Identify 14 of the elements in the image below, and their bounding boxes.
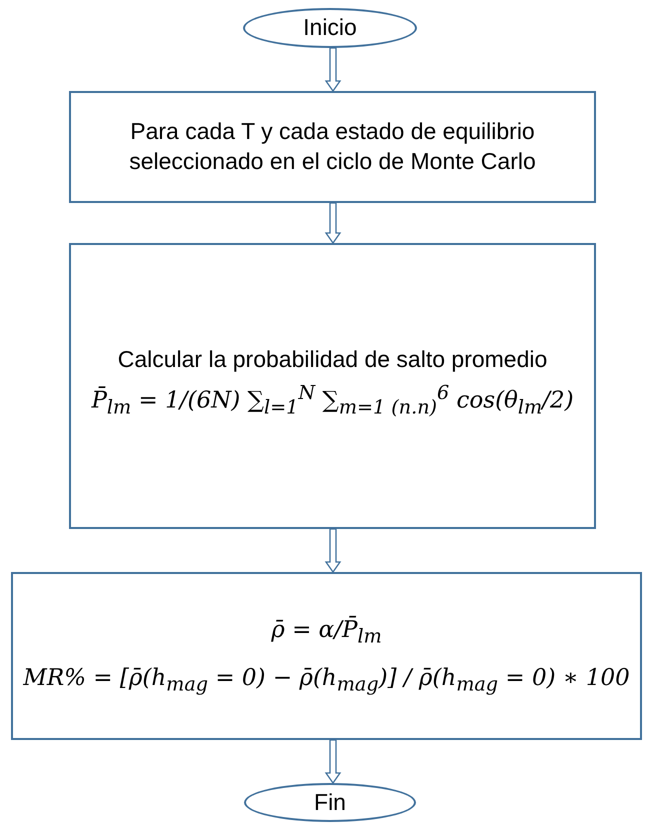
step-text: Fin xyxy=(314,788,346,817)
process-box xyxy=(11,572,642,740)
block-arrow xyxy=(324,528,342,574)
formula: ρ̄ = α/P̄$_{lm}$ xyxy=(271,614,382,650)
step-text: Para cada T y cada estado de equilibrio seleccionado en el ciclo de Monte Carlo xyxy=(128,117,537,176)
block-arrow xyxy=(324,202,342,244)
step-text: Inicio xyxy=(303,13,357,42)
formula: MR% = [ρ̄(h$_{mag}$ = 0) − ρ̄(h$_{mag}$)] / ρ̄(h$_{mag}$ = 0) ∗ 100 xyxy=(23,664,630,698)
block-arrow xyxy=(324,739,342,784)
process-box xyxy=(69,91,596,203)
step-text: Calcular la probabilidad de salto promedio xyxy=(118,344,548,374)
block-arrow xyxy=(324,47,342,92)
formula: P̄$_{lm}$ = 1/(6N) ∑$_{l=1}$$^{N}$ ∑$_{m=1 (n.n)}$$^{6}$ cos(θ$_{lm}$/2) xyxy=(91,380,574,421)
process-box xyxy=(69,243,596,529)
